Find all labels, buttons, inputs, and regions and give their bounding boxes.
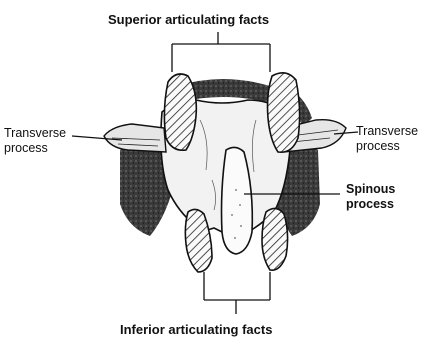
label-spinous-process: Spinous process <box>346 182 395 212</box>
label-transverse-process-left: Transverse process <box>4 126 66 156</box>
inferior-bracket <box>204 272 270 314</box>
superior-bracket <box>172 32 270 72</box>
label-transverse-left-line2: process <box>4 141 66 156</box>
label-transverse-right-line2: process <box>356 139 418 154</box>
inferior-facet-right <box>262 208 288 270</box>
label-inferior-articulating: Inferior articulating facts <box>120 322 272 337</box>
label-transverse-left-line1: Transverse <box>4 126 66 141</box>
label-spinous-line2: process <box>346 197 395 212</box>
label-transverse-right-line1: Transverse <box>356 124 418 139</box>
superior-facet-left <box>164 74 196 150</box>
label-spinous-line1: Spinous <box>346 182 395 197</box>
label-superior-articulating: Superior articulating facts <box>108 12 269 27</box>
label-transverse-process-right: Transverse process <box>356 124 418 154</box>
superior-facet-right <box>268 73 300 152</box>
